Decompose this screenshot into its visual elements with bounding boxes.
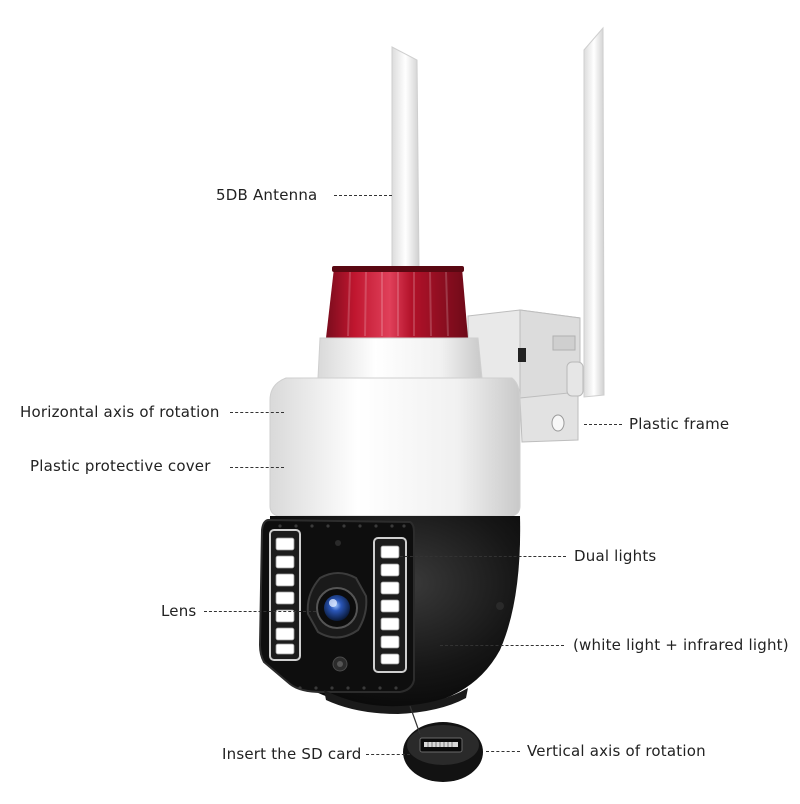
label-vertical-axis: Vertical axis of rotation [527,742,706,760]
leader-light-types [440,645,564,646]
right-led-strip [373,537,407,673]
label-dual-lights: Dual lights [574,547,657,565]
label-light-types: (white light + infrared light) [573,636,789,654]
red-beacon-light [326,266,468,338]
leader-dual-lights [400,556,566,557]
leader-protective-cover [230,467,284,468]
sd-card-slot [403,705,483,782]
label-horizontal-axis: Horizontal axis of rotation [20,403,220,421]
leader-plastic-frame [584,424,622,425]
leader-antenna [334,195,392,196]
leader-sd-card [366,754,410,755]
camera-lens [306,572,368,639]
left-led-strip [269,529,301,661]
label-sd-card: Insert the SD card [222,745,362,763]
white-collar [317,337,483,379]
right-antenna [583,26,605,398]
leader-vertical-axis [486,751,520,752]
left-antenna [391,46,420,269]
label-protective-cover: Plastic protective cover [30,457,211,475]
bottom-ring [324,688,468,714]
plastic-frame-bracket [467,309,584,443]
leader-lens [204,611,316,612]
white-housing [269,377,521,517]
label-lens: Lens [161,602,197,620]
leader-horizontal-axis [230,412,284,413]
label-antenna: 5DB Antenna [216,186,318,204]
label-plastic-frame: Plastic frame [629,415,730,433]
